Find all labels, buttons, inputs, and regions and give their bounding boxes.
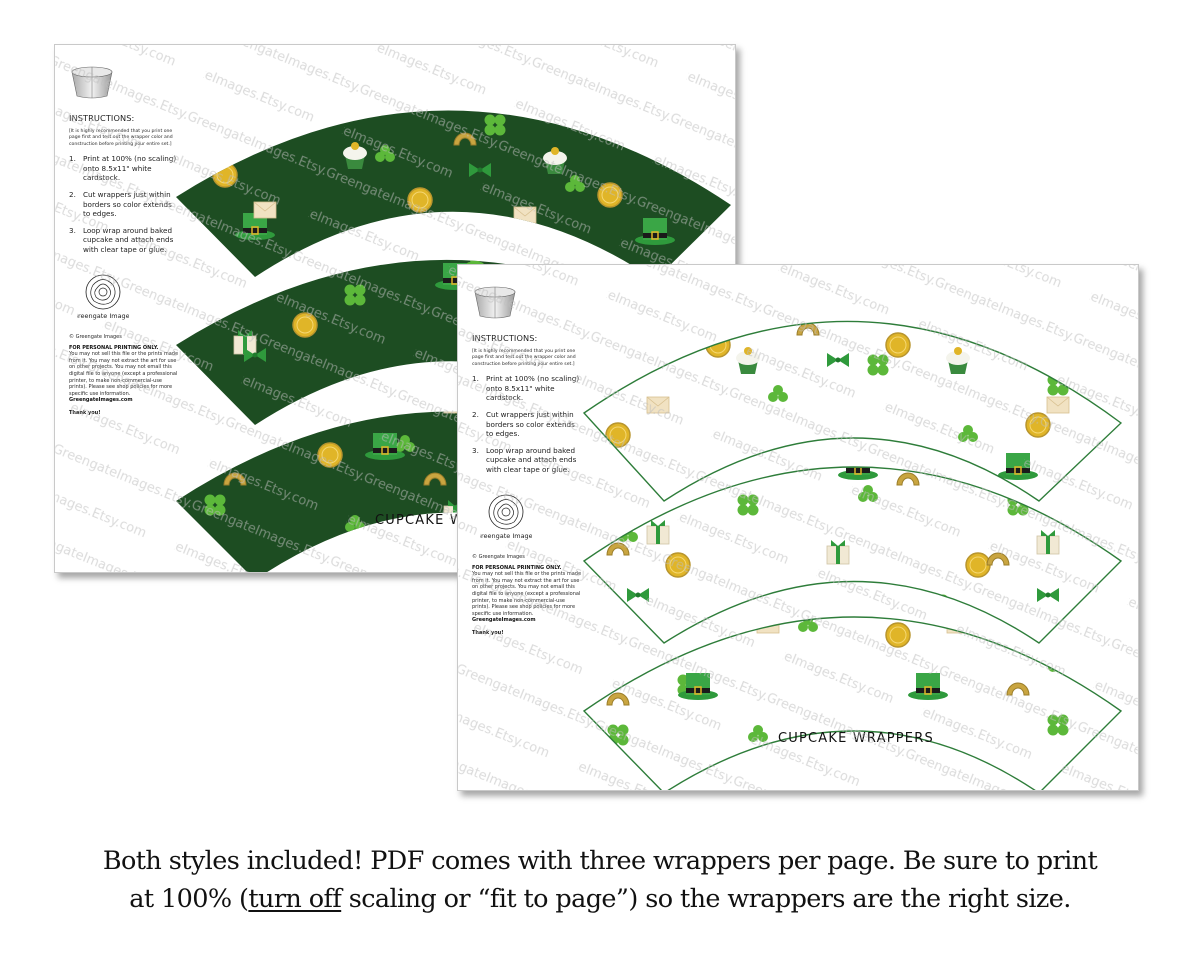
- thanks-text: Thank you!: [69, 410, 101, 417]
- caption-line-2: at 100% (turn off scaling or “fit to pag…: [129, 884, 1071, 914]
- instruction-steps: 1.Print at 100% (no scaling) onto 8.5x11…: [69, 154, 181, 254]
- print-page-white: INSTRUCTIONS: [It is highly recommended …: [457, 264, 1139, 791]
- svg-text:Greengate Images: Greengate Images: [480, 532, 532, 540]
- turn-off-emphasis: turn off: [248, 884, 342, 914]
- instructions-panel: INSTRUCTIONS: [It is highly recommended …: [69, 65, 181, 416]
- copyright: © Greengate Images: [472, 553, 525, 560]
- page-label: CUPCAKE WRAPPERS: [778, 731, 934, 746]
- instructions-note: [It is highly recommended that you print…: [69, 129, 173, 147]
- greengate-logo-icon: Greengate Images: [73, 274, 134, 320]
- instructions-panel: INSTRUCTIONS: [It is highly recommended …: [472, 285, 584, 636]
- instruction-step: 2.Cut wrappers just within borders so co…: [69, 190, 172, 219]
- instructions-title: INSTRUCTIONS:: [472, 333, 538, 343]
- instruction-step: 3.Loop wrap around baked cupcake and att…: [472, 445, 577, 474]
- legal-text: You may not sell this file or the prints…: [69, 351, 179, 397]
- instructions-note: [It is highly recommended that you print…: [472, 349, 576, 367]
- instructions-title: INSTRUCTIONS:: [69, 113, 135, 123]
- thanks-text: Thank you!: [472, 630, 504, 637]
- instruction-step: 1.Print at 100% (no scaling) onto 8.5x11…: [472, 374, 580, 403]
- legal-site: GreengateImages.com: [472, 617, 536, 624]
- copyright: © Greengate Images: [69, 333, 122, 340]
- instruction-steps: 1.Print at 100% (no scaling) onto 8.5x11…: [472, 374, 584, 474]
- svg-text:Greengate Images: Greengate Images: [77, 312, 129, 320]
- greengate-logo-icon: Greengate Images: [476, 494, 537, 540]
- cupcake-liner-icon: [474, 286, 516, 319]
- legal-text: You may not sell this file or the prints…: [472, 571, 582, 617]
- cupcake-liner-icon: [71, 66, 113, 99]
- legal-site: GreengateImages.com: [69, 397, 133, 404]
- caption-line-1: Both styles included! PDF comes with thr…: [102, 846, 1098, 876]
- caption: Both styles included! PDF comes with thr…: [0, 842, 1200, 918]
- instruction-step: 3.Loop wrap around baked cupcake and att…: [69, 225, 174, 254]
- instruction-step: 1.Print at 100% (no scaling) onto 8.5x11…: [69, 154, 177, 183]
- instruction-step: 2.Cut wrappers just within borders so co…: [472, 410, 575, 439]
